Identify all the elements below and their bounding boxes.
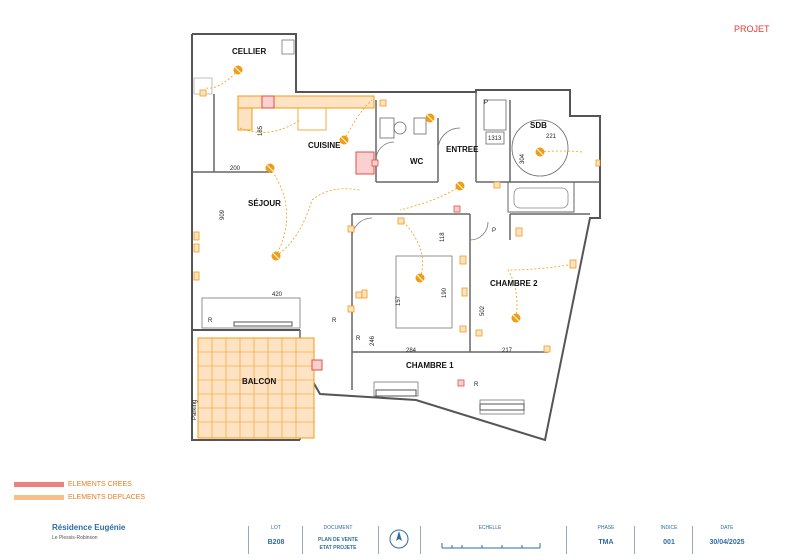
phase-value: TMA [598,539,614,546]
room-label-wc: WC [410,157,424,166]
small-label: R [332,318,337,324]
balcony-tiles [197,337,323,439]
document-column: DOCUMENT PLAN DE VENTE ETAT PROJETE [308,525,368,551]
small-label: R [356,336,361,342]
sdb-fixtures [483,99,575,213]
lot-label: LOT [271,525,281,531]
room-label-entree: ENTREE [446,145,479,154]
light-icon [339,135,349,145]
light-icon [265,163,275,173]
light-fixtures [233,65,545,323]
legend-swatch-created [14,482,64,487]
dimension: 246 [370,335,376,346]
divider [566,526,567,554]
echelle-column: ECHELLE [440,525,540,531]
lot-value: B208 [267,539,285,546]
dimension: 420 [272,292,283,298]
small-label: R [474,382,479,388]
dimension: 118 [440,232,446,242]
light-icon [455,181,465,191]
divider [420,526,421,554]
dimension: 284 [406,348,417,354]
residence-name: Résidence Eugénie [52,523,126,532]
indice-column: INDICE 001 [652,525,686,546]
created-outlets [371,159,465,387]
windows [233,321,525,411]
light-icon [233,65,243,75]
small-label: P [492,228,496,234]
room-label-chambre2: CHAMBRE 2 [490,279,538,288]
legend-created: ELEMENTS CREES [14,481,132,488]
indice-label: INDICE [660,525,678,531]
small-label: P [484,100,488,106]
date-column: DATE 30/04/2025 [698,525,756,546]
light-icon [415,273,425,283]
dimension: 200 [230,166,241,172]
divider [692,526,693,554]
legend-swatch-moved [14,495,64,500]
divider [302,526,303,554]
document-line2: ETAT PROJETE [319,545,357,551]
document-label: DOCUMENT [323,525,353,531]
room-label-sdb: SDB [530,121,547,130]
legend-label-created: ELEMENTS CREES [68,481,132,488]
wc-fixtures [379,117,427,139]
dimension: 157 [396,295,402,306]
scale-bar [441,543,541,549]
outlets [193,89,601,353]
dimension: 190 [442,287,448,298]
dimension: 502 [480,305,486,316]
exterior-walls [191,33,601,442]
lot-column: LOT B208 [262,525,290,546]
kitchen-counter [237,95,375,175]
dimension: 185 [258,125,264,136]
light-icon [535,147,545,157]
date-value: 30/04/2025 [709,539,745,546]
small-label: Parking [192,400,198,420]
room-label-cellier: CELLIER [232,47,266,56]
indice-value: 001 [663,539,675,546]
dimension: 221 [546,134,557,140]
small-label: R [208,318,213,324]
closets [201,127,525,415]
floor-plan: CELLIER CUISINE SÉJOUR WC ENTREE SDB CHA… [191,33,601,442]
legend-moved: ELEMENTS DEPLACES [14,494,145,501]
dimension: 1313 [488,136,502,142]
dimension: 217 [502,348,513,354]
room-label-cuisine: CUISINE [308,141,341,150]
light-icon [511,313,521,323]
phase-column: PHASE TMA [590,525,622,546]
room-label-sejour: SÉJOUR [248,199,281,208]
divider [634,526,635,554]
legend-label-moved: ELEMENTS DEPLACES [68,494,146,501]
cellier-unit [281,39,295,55]
echelle-label: ECHELLE [478,525,502,531]
room-label-balcon: BALCON [242,377,276,386]
residence-city: Le Plessis-Robinson [52,535,98,541]
dimension: 909 [220,209,226,220]
divider [378,526,379,554]
document-line1: PLAN DE VENTE [317,537,358,543]
phase-label: PHASE [597,525,615,531]
dimension: 304 [520,153,526,164]
divider [248,526,249,554]
light-icon [271,251,281,261]
status-label: PROJET [734,24,770,34]
date-label: DATE [720,525,734,531]
light-icon [425,113,435,123]
room-label-chambre1: CHAMBRE 1 [406,361,454,370]
north-arrow-icon [389,529,409,549]
